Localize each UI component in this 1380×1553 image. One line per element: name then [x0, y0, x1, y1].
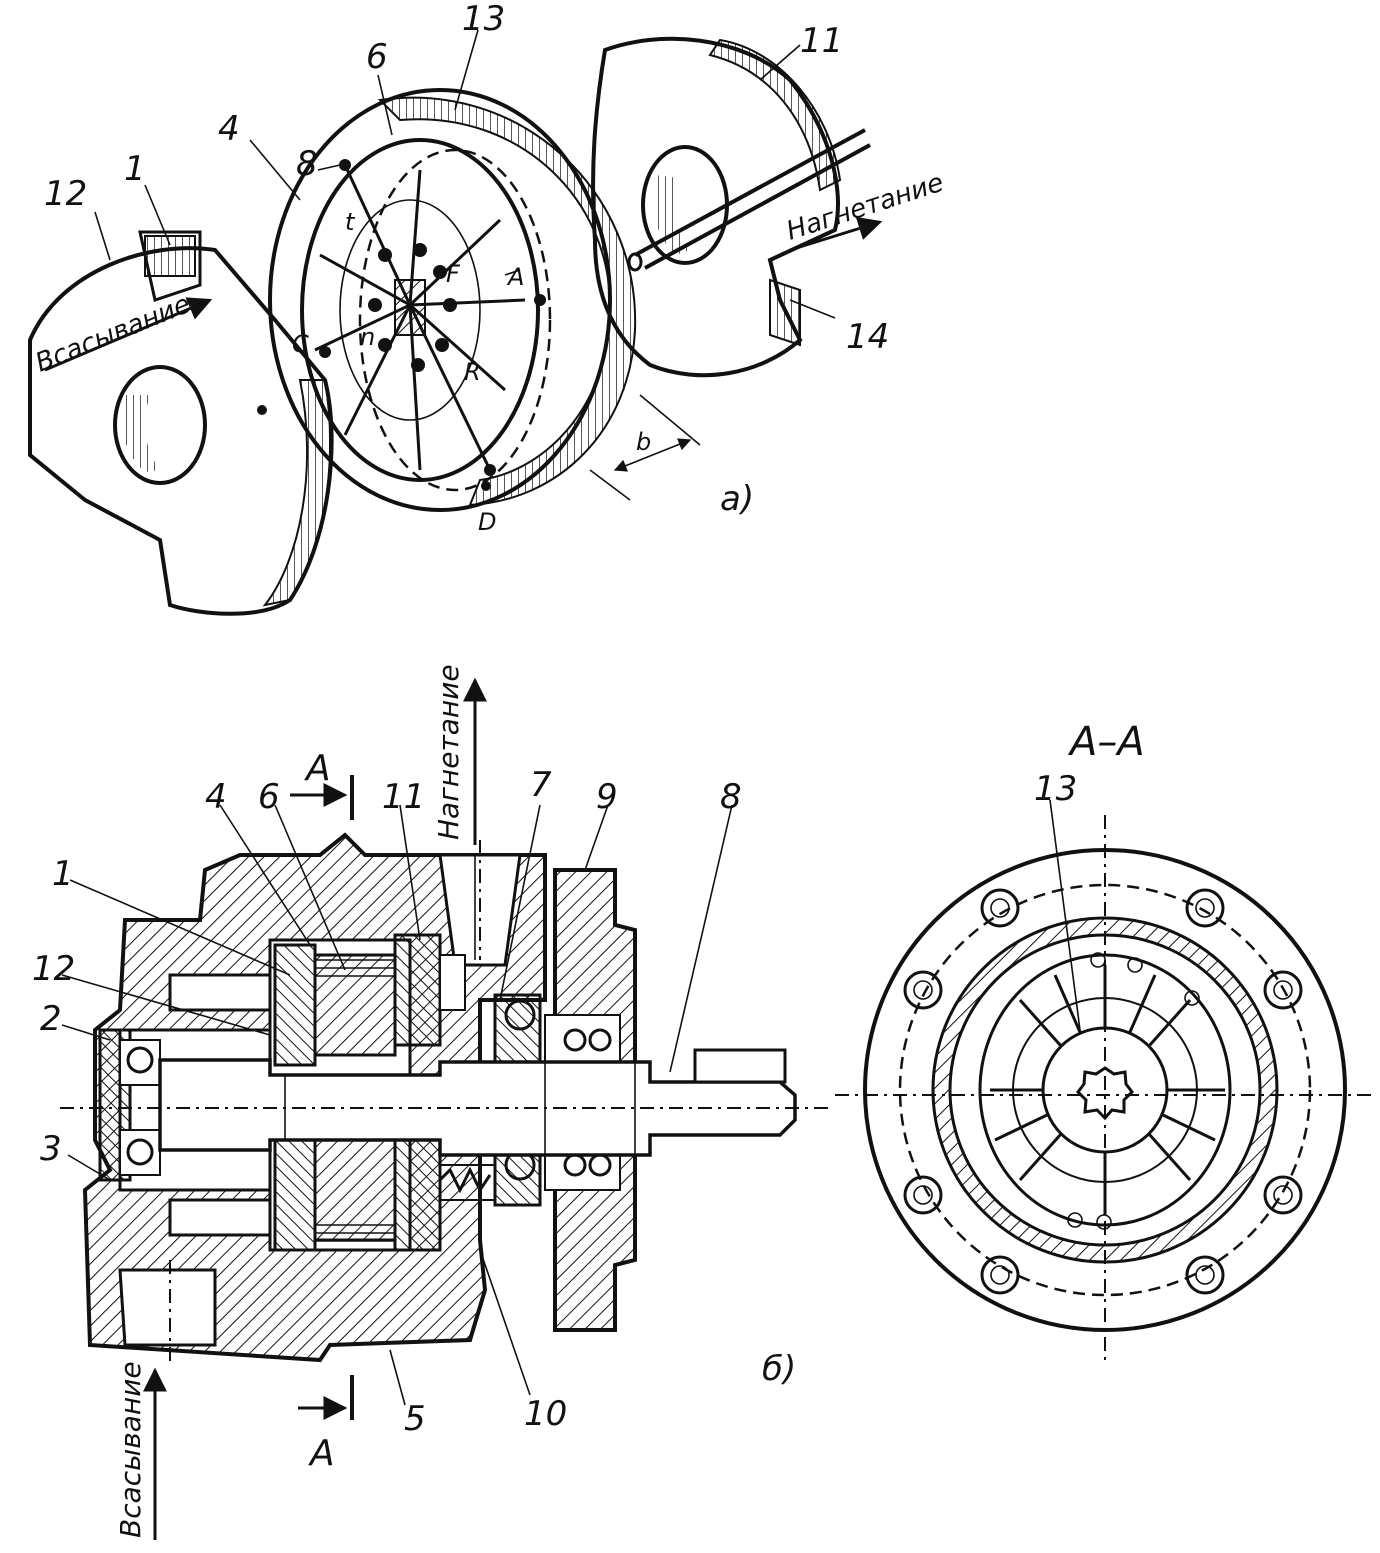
section-title: A–A	[1067, 719, 1145, 765]
section-mark-top: A	[304, 748, 331, 789]
label-discharge-b: Нагнетание	[432, 664, 465, 840]
discharge-arrow-a	[789, 216, 883, 252]
label-14: 14	[846, 317, 889, 357]
label-1: 1	[124, 149, 146, 189]
label-suction-b: Всасывание	[114, 1361, 147, 1538]
label-b-6: 6	[258, 777, 280, 817]
rotor-stator-assembly	[268, 88, 701, 512]
point-label-A: A	[506, 263, 524, 291]
point-label-F: F	[446, 260, 461, 288]
label-b-11: 11	[382, 777, 425, 817]
drive-shaft	[158, 1048, 797, 1157]
point-label-t: t	[345, 208, 356, 236]
label-11: 11	[800, 21, 843, 61]
label-b-1: 1	[52, 854, 74, 894]
section-mark-bottom: A	[308, 1433, 335, 1474]
end-plate-11	[591, 36, 871, 378]
suction-arrow-a	[44, 297, 213, 372]
caption-b: б)	[762, 1349, 796, 1389]
label-4: 4	[218, 109, 240, 149]
point-label-b: b	[636, 428, 651, 456]
flange-bolts	[903, 888, 1303, 1295]
figure-b-longitudinal-section: 1 12 2 3 4 6 11 7 9 8 5 10 A A Нагнетани…	[32, 664, 830, 1540]
caption-a: а)	[720, 479, 754, 519]
label-13: 13	[462, 0, 505, 39]
label-8: 8	[296, 144, 318, 184]
label-section-13: 13	[1034, 769, 1077, 809]
point-label-n: n	[360, 323, 375, 351]
point-label-C: C	[292, 330, 309, 358]
section-a-a: 13 A–A	[835, 719, 1375, 1365]
label-6: 6	[366, 37, 388, 77]
label-b-8: 8	[720, 777, 742, 817]
figure-a-exploded-view: 12 1 4 6 13 8 11 14 t A C D R n F b Всас…	[28, 0, 947, 616]
label-b-12: 12	[32, 949, 75, 989]
label-b-3: 3	[40, 1129, 62, 1169]
label-b-2: 2	[40, 999, 62, 1039]
label-12: 12	[44, 174, 87, 214]
label-b-7: 7	[530, 765, 552, 805]
point-label-R: R	[464, 358, 481, 386]
label-b-10: 10	[524, 1394, 567, 1434]
label-b-4: 4	[205, 777, 227, 817]
end-plate-12	[28, 230, 334, 616]
point-label-D: D	[478, 508, 496, 536]
label-b-9: 9	[596, 777, 618, 817]
label-b-5: 5	[404, 1399, 426, 1439]
